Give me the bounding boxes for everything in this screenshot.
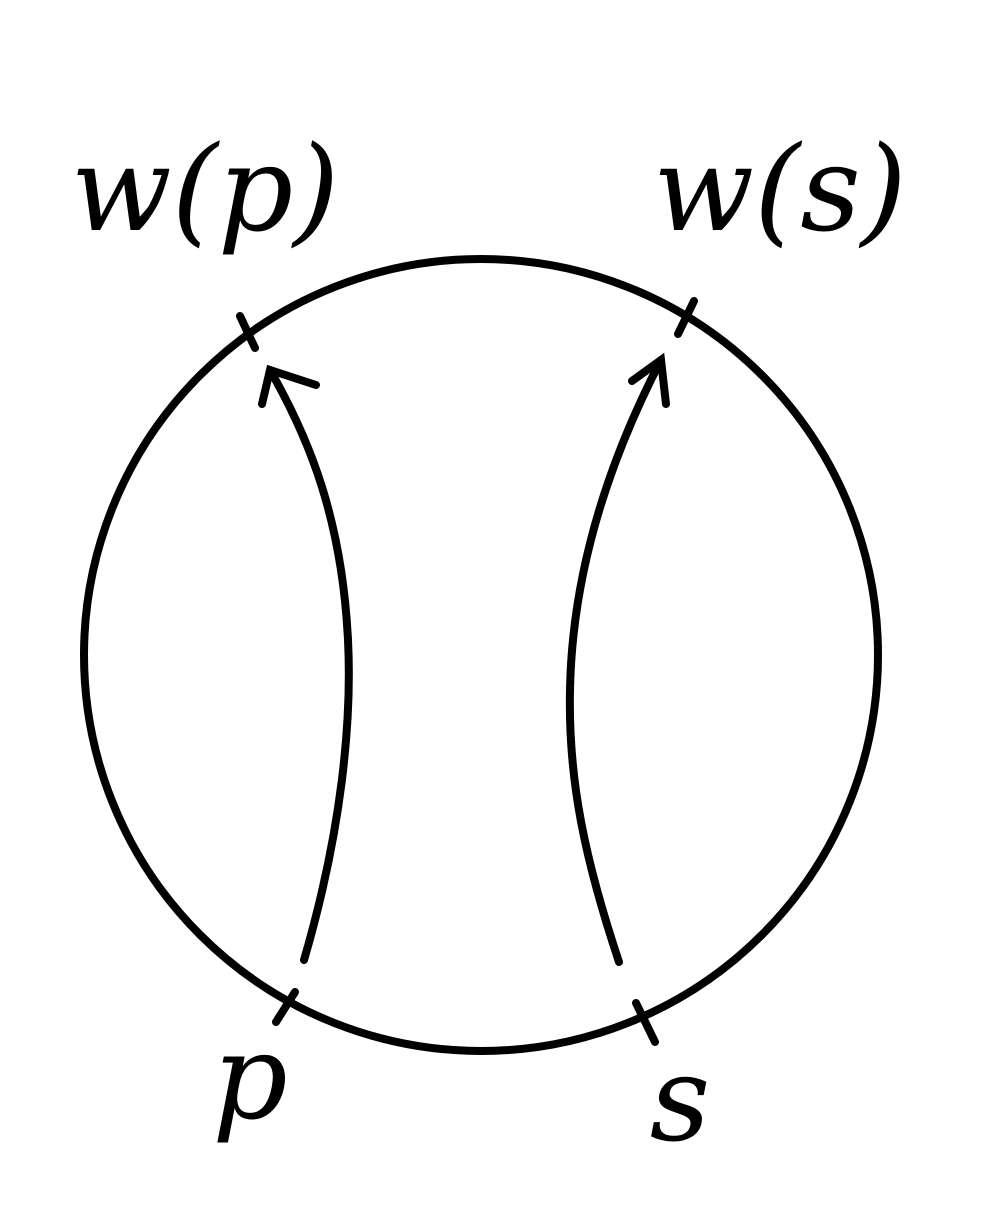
tick-mark-bottom-right [632,999,659,1046]
arrow-left-curve [266,366,353,964]
arrowhead-right [628,352,670,408]
arrowhead-left [258,364,320,408]
tick-mark-top-left [236,312,259,352]
label-s: s [650,1030,711,1168]
circle [80,255,882,1055]
tick-mark-bottom-left [272,988,299,1026]
arrow-right-curve [565,356,665,966]
label-w-of-s: w(s) [653,120,907,258]
label-p: p [212,1008,288,1146]
label-w-of-p: w(p) [71,120,340,258]
tick-mark-top-right [674,297,698,338]
